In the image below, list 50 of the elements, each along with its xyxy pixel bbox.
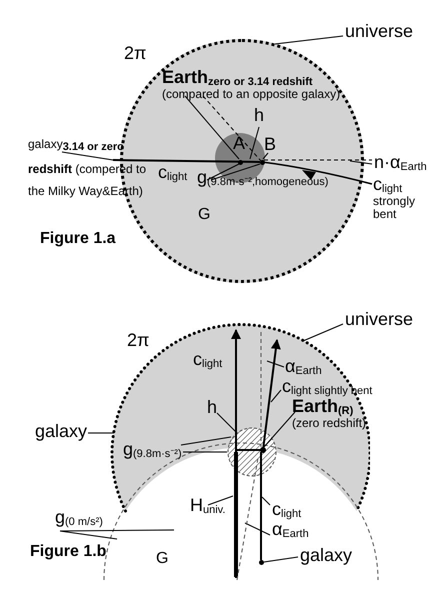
- leader-line: [216, 412, 236, 432]
- angle-label: α$_{Earth}$: [285, 357, 322, 378]
- leader-line: [274, 36, 344, 44]
- gravity-label: g$_{(9.8m·s⁻²,homogeneous)}$: [197, 168, 328, 188]
- angle-label: 2π: [127, 331, 150, 351]
- earth-label: Earth$_{(R)}$: [292, 397, 354, 418]
- height-label: h: [254, 106, 264, 126]
- leader-line: [88, 432, 114, 434]
- light-label: c$_{light}$ strongly bent: [373, 175, 416, 222]
- earth-label: Earth$_{zero or 3.14 redshift}$: [162, 68, 314, 88]
- leader-line: [184, 96, 240, 160]
- leader-line: [180, 436, 232, 446]
- light-label: c$_{light}$: [272, 500, 302, 520]
- leader-line: [270, 390, 282, 402]
- leader-line: [350, 160, 372, 164]
- leader-line: [60, 530, 174, 532]
- galaxy-label: galaxy: [300, 546, 352, 566]
- leader-line: [264, 412, 296, 448]
- light-label: c$_{light}$: [158, 163, 188, 184]
- leader-line: [208, 496, 234, 506]
- leader-line: [250, 126, 260, 160]
- leader-line: [206, 164, 240, 180]
- leader-line: [244, 522, 270, 536]
- leader-line: [266, 360, 284, 368]
- leader-line: [62, 152, 114, 160]
- figure-caption: Figure 1.b: [30, 543, 106, 561]
- universe-label: universe: [345, 22, 414, 42]
- leader-line: [262, 496, 270, 506]
- region-label: G: [156, 550, 168, 568]
- leader-line: [264, 556, 298, 562]
- hubble-label: H$_{univ.}$: [190, 496, 226, 516]
- height-label: h: [207, 398, 218, 418]
- angle-label: α$_{Earth}$: [272, 520, 309, 540]
- note-text: (compared to an opposite galaxy): [162, 88, 340, 102]
- gravity-label: g$_{(0 m/s²)}$: [55, 508, 103, 528]
- galaxy-label: galaxy: [35, 422, 88, 442]
- region-label: G: [198, 206, 210, 224]
- leader-line: [302, 324, 344, 342]
- leader-line: [60, 530, 118, 540]
- leader-line: [210, 164, 260, 180]
- figure-caption: Figure 1.a: [40, 230, 116, 248]
- point-label: A: [233, 134, 246, 154]
- leader-line: [262, 152, 268, 160]
- point-label: B: [264, 135, 276, 155]
- note-text: (zero redshift): [292, 417, 366, 430]
- universe-label: universe: [345, 310, 414, 330]
- angle-label: 2π: [124, 44, 146, 64]
- light-label: c$_{light}$: [193, 350, 222, 370]
- angle-label: n·α$_{Earth}$: [374, 153, 427, 174]
- gravity-label: g$_{(9.8m·s⁻²)}$: [123, 440, 182, 460]
